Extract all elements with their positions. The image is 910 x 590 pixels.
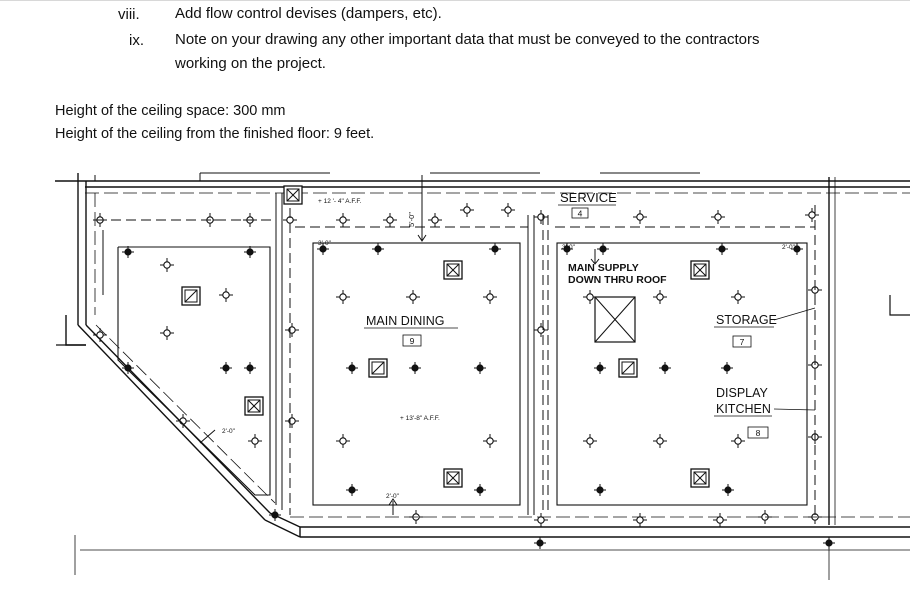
page-top-rule bbox=[0, 0, 910, 1]
dimension-3-0-left: 3'-0" bbox=[318, 240, 332, 247]
floor-plan-drawing: SERVICE 4 MAIN DINING 9 STORAGE 7 DISPLA… bbox=[55, 172, 910, 580]
room-number-main-dining: 9 bbox=[410, 336, 415, 346]
dimension-5-0: 5'-0" bbox=[407, 212, 416, 227]
drawing-annotations: + 12 '- 4" A.F.F. + 13'-8" A.F.F. MAIN S… bbox=[222, 198, 796, 500]
instruction-viii-text: Add flow control devises (dampers, etc). bbox=[175, 5, 442, 22]
service-door-markers bbox=[199, 175, 600, 515]
elevation-note-top: + 12 '- 4" A.F.F. bbox=[318, 198, 362, 205]
dimension-2-0-right: 2'-0" bbox=[782, 244, 796, 251]
dimension-3-0-right: 3'-0" bbox=[562, 244, 576, 251]
room-number-display-kitchen: 8 bbox=[756, 428, 761, 438]
room-name-storage: STORAGE bbox=[716, 313, 777, 327]
dimension-2-0-bottom: 2'-0" bbox=[386, 493, 400, 500]
ceiling-outlines bbox=[117, 242, 808, 506]
room-number-storage: 7 bbox=[740, 337, 745, 347]
exterior-walls bbox=[55, 172, 910, 580]
room-name-service: SERVICE bbox=[560, 190, 617, 205]
list-number-viii: viii. bbox=[118, 6, 140, 23]
elevation-note-mid: + 13'-8" A.F.F. bbox=[400, 415, 440, 422]
ceiling-space-note: Height of the ceiling space: 300 mm bbox=[55, 103, 286, 119]
room-labels: SERVICE 4 MAIN DINING 9 STORAGE 7 DISPLA… bbox=[364, 190, 816, 439]
grilles bbox=[181, 185, 710, 488]
room-name-main-dining: MAIN DINING bbox=[366, 314, 444, 328]
room-name-display-line2: KITCHEN bbox=[716, 402, 771, 416]
room-name-display-line1: DISPLAY bbox=[716, 386, 769, 400]
instruction-ix-text: Note on your drawing any other important… bbox=[175, 31, 760, 72]
ceiling-height-note: Height of the ceiling from the finished … bbox=[55, 126, 375, 142]
dimension-2-0-diagonal: 2'-0" bbox=[222, 428, 236, 435]
main-supply-note-line2: DOWN THRU ROOF bbox=[568, 274, 667, 286]
partition-walls bbox=[96, 193, 816, 515]
main-supply-note-line1: MAIN SUPPLY bbox=[568, 262, 639, 274]
list-number-ix: ix. bbox=[129, 32, 144, 49]
room-number-service: 4 bbox=[578, 209, 583, 219]
